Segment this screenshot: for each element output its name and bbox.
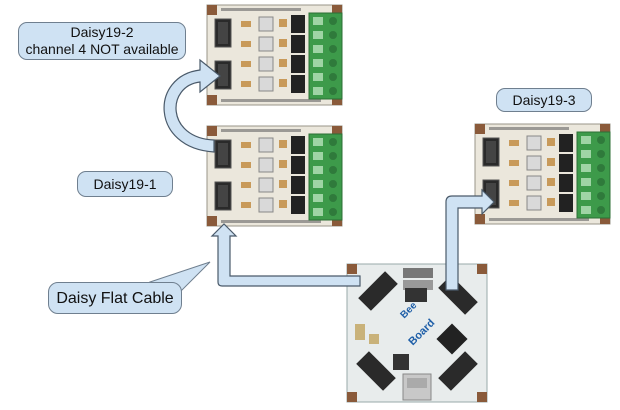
daisy19-2-board <box>206 4 343 106</box>
daisy19-2-title: Daisy19-2 <box>70 24 134 40</box>
bee-board: Bee Board <box>346 263 488 403</box>
daisy19-1-board <box>206 125 343 227</box>
daisy19-2-note: channel 4 NOT available <box>25 41 179 57</box>
daisy19-3-label: Daisy19-3 <box>496 88 592 112</box>
daisy19-3-board <box>474 123 611 225</box>
cable-arrow-bee-to-1 <box>210 223 361 287</box>
daisy19-1-label: Daisy19-1 <box>77 171 173 197</box>
daisy19-2-label: Daisy19-2 channel 4 NOT available <box>18 22 186 60</box>
cable-arrow-bee-to-3 <box>445 188 495 291</box>
flat-cable-label: Daisy Flat Cable <box>48 282 182 314</box>
cable-arrow-1-to-2 <box>163 58 221 153</box>
